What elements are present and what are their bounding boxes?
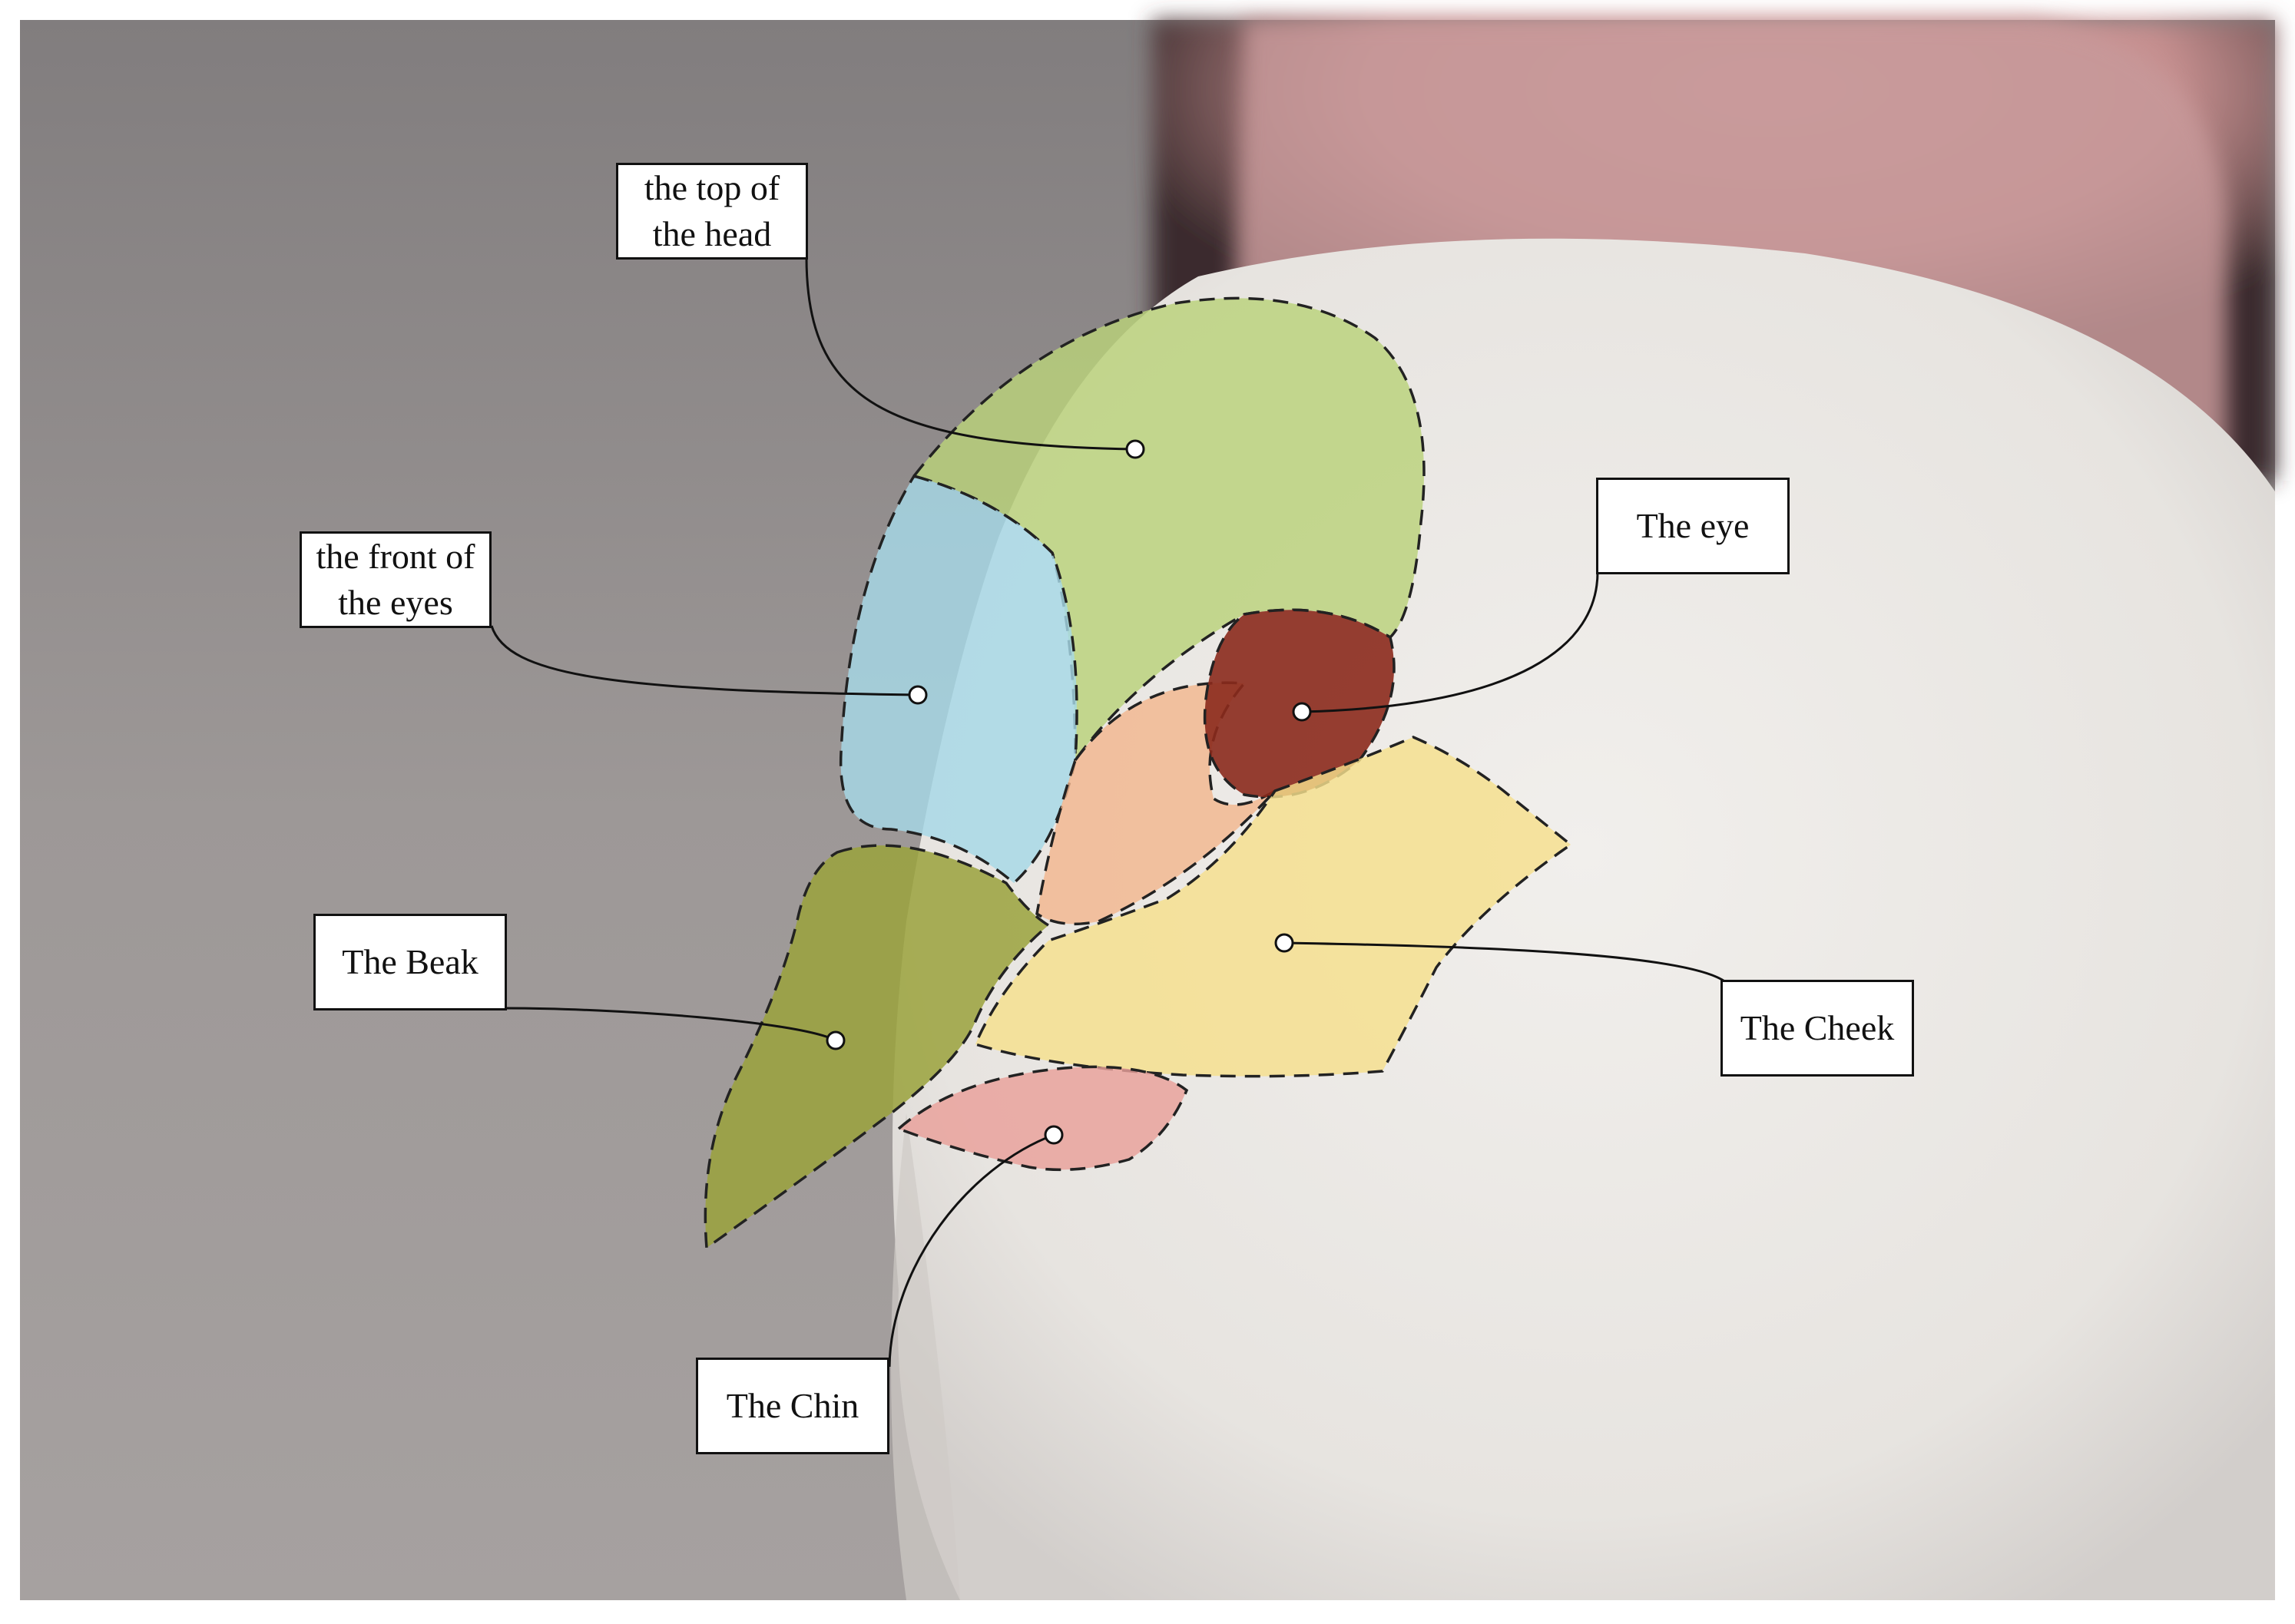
label-eye: The eye [1596, 478, 1790, 574]
label-cheek-text: The Cheek [1740, 1008, 1895, 1047]
label-chin: The Chin [696, 1358, 889, 1454]
label-top-of-head-line1: the top of [644, 168, 780, 207]
anchor-cheek [1274, 933, 1294, 953]
label-cheek: The Cheek [1720, 980, 1914, 1077]
label-beak-text: The Beak [342, 942, 479, 981]
label-front-of-eyes-line2: the eyes [338, 583, 453, 622]
leader-cheek [1283, 941, 1727, 984]
region-cheek [973, 736, 1573, 1078]
region-beak [704, 844, 1051, 1251]
anchor-chin [1044, 1125, 1064, 1145]
leader-chin [888, 1133, 1055, 1368]
label-top-of-head: the top of the head [616, 163, 808, 260]
leader-beak [506, 1007, 836, 1042]
anchor-eye [1292, 702, 1312, 722]
label-chin-text: The Chin [726, 1386, 859, 1425]
plumage-shadow [891, 1113, 960, 1600]
region-chin [896, 1065, 1189, 1172]
leader-front-of-eyes [490, 625, 919, 696]
leader-top-of-head [805, 256, 1136, 451]
region-lore [1035, 681, 1277, 926]
anchor-front-of-eyes [908, 685, 928, 705]
label-front-of-eyes: the front of the eyes [300, 531, 492, 628]
label-beak: The Beak [313, 914, 507, 1010]
anchor-top-of-head [1125, 439, 1145, 459]
label-eye-text: The eye [1636, 506, 1750, 545]
label-front-of-eyes-line1: the front of [316, 537, 475, 576]
anchor-beak [826, 1030, 846, 1050]
leader-eye [1301, 571, 1599, 713]
label-top-of-head-line2: the head [652, 214, 772, 253]
region-front-of-eyes [839, 474, 1078, 885]
